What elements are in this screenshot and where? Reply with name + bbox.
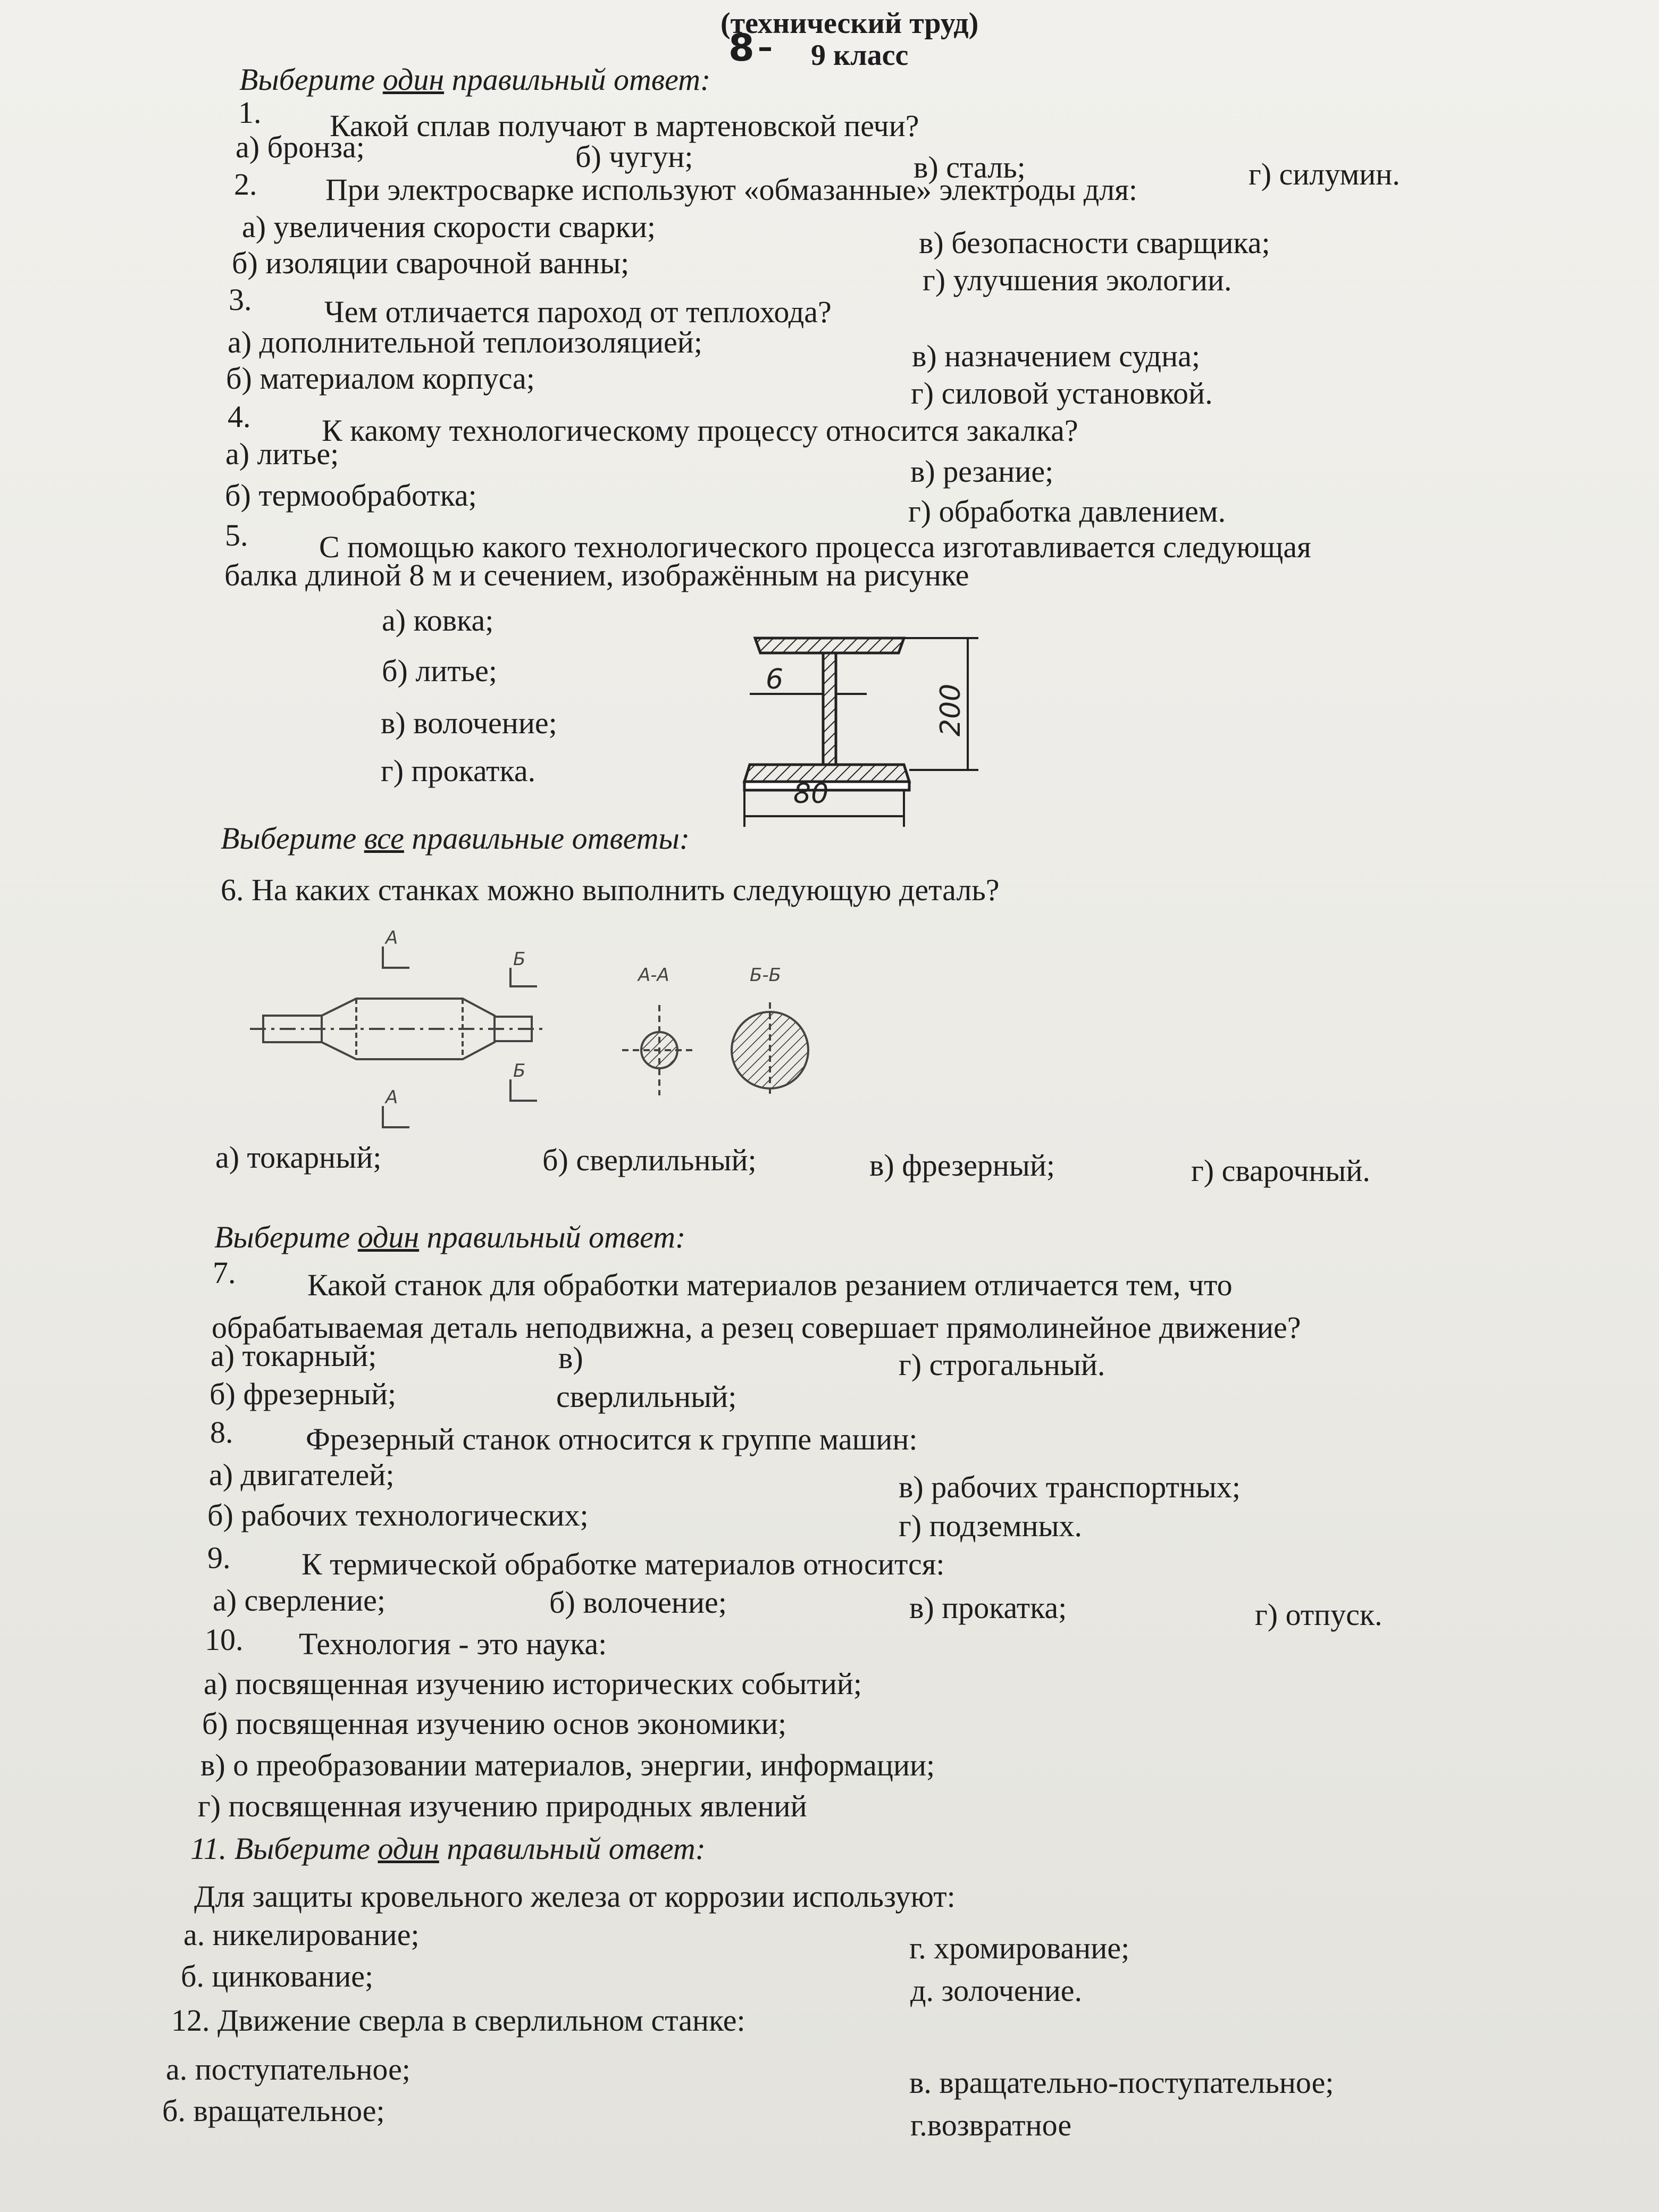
q9-text: К термической обработке материалов относ…	[301, 1547, 945, 1581]
q7-option-b: б) фрезерный;	[210, 1377, 397, 1411]
q6-option-c: в) фрезерный;	[869, 1148, 1055, 1183]
part-outline	[250, 998, 548, 1060]
q10-option-a: а) посвященная изучению исторических соб…	[204, 1666, 862, 1701]
q5-option-a: а) ковка;	[382, 603, 494, 638]
q7-option-d: г) строгальный.	[899, 1347, 1105, 1382]
q4-option-d: г) обработка давлением.	[908, 494, 1226, 529]
i-beam-cross-section-figure: 6 200 80	[742, 636, 978, 827]
section-cut-marks	[382, 946, 537, 1128]
q3-text: Чем отличается пароход от теплохода?	[324, 295, 832, 329]
q11-instruction: 11. Выберите один правильный ответ:	[190, 1831, 706, 1866]
q9-option-d: г) отпуск.	[1255, 1597, 1382, 1632]
q2-option-c: в) безопасности сварщика;	[919, 225, 1270, 260]
q6-option-a: а) токарный;	[215, 1140, 382, 1175]
q4-option-b: б) термообработка;	[225, 478, 477, 513]
q5-text: С помощью какого технологического процес…	[319, 530, 1311, 564]
dim-height: 200	[935, 684, 967, 736]
cut-label-b-bottom: Б	[513, 1060, 525, 1082]
subject-title: (технический труд)	[720, 7, 979, 40]
dimension-lines	[743, 637, 978, 827]
q1-option-d: г) силумин.	[1249, 157, 1400, 191]
section-label-1: А-А	[637, 965, 669, 986]
q5-option-c: в) волочение;	[381, 706, 557, 740]
q2-option-d: г) улучшения экологии.	[923, 263, 1232, 297]
handwritten-grade: 8	[728, 26, 755, 70]
q5-option-b: б) литье;	[382, 653, 497, 688]
q1-number: 1.	[238, 95, 262, 130]
q10-option-b: б) посвященная изучению основ экономики;	[202, 1706, 787, 1741]
q3-option-b: б) материалом корпуса;	[226, 361, 535, 396]
q1-option-c: в) сталь;	[914, 150, 1026, 185]
q6-text: 6. На каких станках можно выполнить след…	[221, 873, 1000, 907]
q10-option-c: в) о преобразовании материалов, энергии,…	[200, 1748, 935, 1782]
section-b-large-circle	[731, 1002, 809, 1098]
q1-option-b: б) чугун;	[575, 139, 693, 174]
q12-option-a: а. поступательное;	[166, 2052, 410, 2087]
q11-option-a: а. никелирование;	[183, 1917, 420, 1952]
q1-option-a: а) бронза;	[236, 130, 365, 164]
cut-label-a-bottom: А	[384, 1087, 398, 1108]
q9-option-a: а) сверление;	[213, 1583, 386, 1618]
grade-label: 9 класс	[811, 39, 909, 72]
q9-option-c: в) прокатка;	[909, 1590, 1067, 1625]
dim-width: 80	[793, 778, 828, 810]
q8-number: 8.	[210, 1415, 233, 1449]
q12-option-b: б. вращательное;	[162, 2093, 385, 2128]
q9-number: 9.	[207, 1540, 231, 1575]
q3-option-d: г) силовой установкой.	[911, 376, 1213, 410]
q4-option-a: а) литье;	[225, 437, 339, 471]
section-label-2: Б-Б	[750, 965, 781, 986]
q7-option-c-label: в)	[558, 1340, 583, 1375]
q8-option-d: г) подземных.	[899, 1509, 1083, 1543]
cut-label-b-top: Б	[513, 949, 525, 970]
q8-text: Фрезерный станок относится к группе маши…	[306, 1422, 918, 1456]
q4-number: 4.	[228, 399, 251, 434]
q10-number: 10.	[205, 1622, 244, 1657]
q5-text-line2: балка длиной 8 м и сечением, изображённы…	[224, 558, 969, 592]
q10-option-d: г) посвященная изучению природных явлени…	[198, 1789, 807, 1823]
q10-text: Технология - это наука:	[299, 1627, 607, 1661]
q8-option-b: б) рабочих технологических;	[207, 1498, 589, 1532]
q11-option-d: д. золочение.	[910, 1973, 1082, 2008]
q2-number: 2.	[234, 167, 257, 202]
q3-option-a: а) дополнительной теплоизоляцией;	[228, 325, 702, 359]
q11-option-b: б. цинкование;	[181, 1959, 374, 1993]
turned-part-drawing: А А Б Б А-А Б-Б	[250, 927, 809, 1128]
q8-option-a: а) двигателей;	[209, 1457, 395, 1492]
q4-text: К какому технологическому процессу относ…	[322, 413, 1078, 448]
q7-text: Какой станок для обработки материалов ре…	[307, 1268, 1233, 1302]
q8-option-c: в) рабочих транспортных;	[899, 1470, 1241, 1504]
q7-option-c-text: сверлильный;	[556, 1379, 737, 1414]
q2-option-a: а) увеличения скорости сварки;	[242, 210, 656, 244]
q4-option-c: в) резание;	[910, 454, 1054, 489]
dim-web-thickness: 6	[766, 664, 783, 696]
cut-label-a-top: А	[384, 927, 398, 949]
q5-option-d: г) прокатка.	[381, 753, 536, 788]
q11-option-c: г. хромирование;	[909, 1931, 1130, 1965]
q6-option-b: б) сверлильный;	[542, 1143, 757, 1177]
q3-option-c: в) назначением судна;	[912, 339, 1201, 373]
section-a-small-circle	[622, 1005, 697, 1095]
q1-text: Какой сплав получают в мартеновской печи…	[330, 108, 919, 143]
q2-option-b: б) изоляции сварочной ванны;	[232, 246, 630, 280]
handwritten-dash: –	[758, 30, 773, 65]
q12-option-c: в. вращательно-поступательное;	[909, 2065, 1334, 2100]
instruction-one-answer: Выберите один правильный ответ:	[239, 62, 711, 97]
q7-option-a: а) токарный;	[211, 1338, 377, 1373]
q11-text: Для защиты кровельного железа от коррози…	[194, 1879, 956, 1914]
q12-option-d: г.возвратное	[910, 2108, 1072, 2142]
q5-number: 5.	[225, 518, 248, 552]
instruction-all-answers: Выберите все правильные ответы:	[221, 821, 690, 856]
q3-number: 3.	[229, 282, 252, 317]
q2-text: При электросварке используют «обмазанные…	[325, 172, 1138, 207]
q6-option-d: г) сварочный.	[1191, 1153, 1370, 1188]
q7-number: 7.	[213, 1255, 236, 1290]
q12-text: 12. Движение сверла в сверлильном станке…	[171, 2003, 745, 2038]
q7-text-line2: обрабатываемая деталь неподвижна, а резе…	[212, 1310, 1301, 1345]
instruction-one-answer-2: Выберите один правильный ответ:	[214, 1220, 686, 1254]
beam-section-shape	[742, 636, 911, 792]
q9-option-b: б) волочение;	[549, 1585, 727, 1620]
